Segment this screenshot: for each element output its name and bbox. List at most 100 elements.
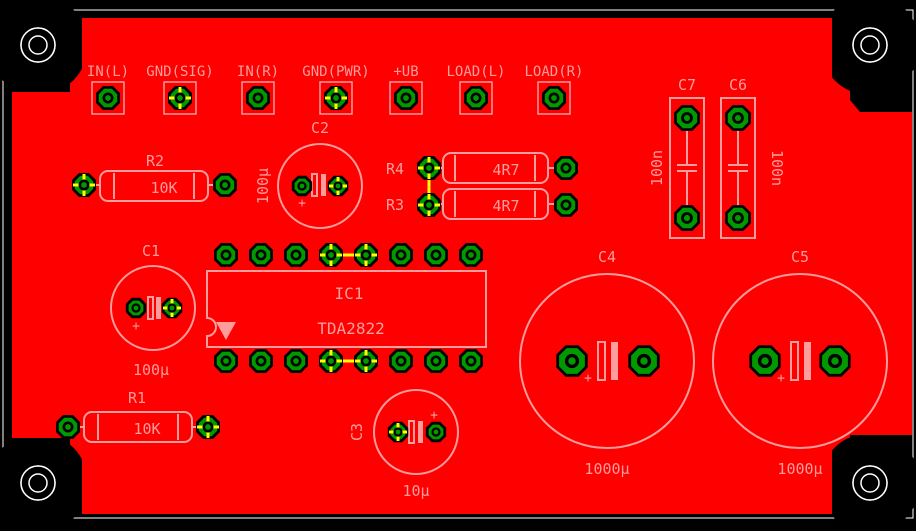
- resistor-r4-name: R4: [386, 160, 404, 178]
- pad-ic1-bottom-6: [389, 349, 413, 373]
- resistor-r1-value: 10K: [133, 420, 160, 438]
- pad-c1-1: [125, 297, 147, 319]
- capacitor-c4-value: 1000µ: [584, 460, 629, 478]
- pad-r4-1: [417, 156, 441, 180]
- capacitor-c4-polarity: +: [584, 371, 592, 386]
- pad-ic1-top-1: [214, 243, 238, 267]
- pad-c5-1: [749, 345, 781, 377]
- connector-pad-1: [91, 81, 125, 115]
- capacitor-c5-name: C5: [791, 248, 809, 266]
- pad-ic1-top-7: [424, 243, 448, 267]
- resistor-r3: R3 4R7: [386, 188, 565, 220]
- pads-layer: [56, 81, 851, 443]
- pad-c3-2: [425, 421, 447, 443]
- connector-pad-7-ring: [542, 86, 566, 110]
- pad-ic1-bottom-3: [284, 349, 308, 373]
- board-frame: [2, 9, 914, 519]
- connector-pad-5-ring: [394, 86, 418, 110]
- capacitor-c7: C7 100n: [648, 76, 705, 239]
- connector-label-5: +UB: [393, 64, 418, 80]
- pad-ic1-bottom-5: [354, 349, 378, 373]
- pad-ic1-top-6: [389, 243, 413, 267]
- ic1-package: IC1 TDA2822: [206, 270, 487, 348]
- capacitor-c2-value: 100µ: [254, 168, 272, 204]
- pad-r2-1: [72, 173, 96, 197]
- pad-ic1-bottom-8: [459, 349, 483, 373]
- pad-r3-2: [554, 193, 578, 217]
- pad-ic1-top-4: [319, 243, 343, 267]
- capacitor-c2-polarity: +: [298, 196, 306, 211]
- capacitor-c7-value: 100n: [648, 150, 666, 186]
- pad-c3-1: [387, 421, 409, 443]
- pad-r2-2: [213, 173, 237, 197]
- pad-c6-1: [725, 105, 751, 131]
- capacitor-c6: C6 100n: [720, 76, 786, 239]
- capacitor-c1-polarity: +: [132, 319, 140, 334]
- capacitor-c7-name: C7: [678, 76, 696, 94]
- connector-pad-3-ring: [246, 86, 270, 110]
- pad-ic1-bottom-2: [249, 349, 273, 373]
- connector-pad-2-ring: [168, 86, 192, 110]
- pad-r3-1: [417, 193, 441, 217]
- capacitor-c6-name: C6: [729, 76, 747, 94]
- ic1-part: TDA2822: [317, 319, 384, 338]
- resistor-r3-name: R3: [386, 196, 404, 214]
- pad-ic1-top-3: [284, 243, 308, 267]
- capacitor-c3-polarity: +: [430, 408, 438, 423]
- connector-pad-7: [537, 81, 571, 115]
- pad-c1-2: [161, 297, 183, 319]
- pad-ic1-bottom-1: [214, 349, 238, 373]
- capacitor-c6-value: 100n: [768, 150, 786, 186]
- resistor-r4-value: 4R7: [492, 161, 519, 179]
- capacitor-c1-value: 100µ: [133, 361, 169, 379]
- resistor-r2: R2 10K: [84, 152, 225, 202]
- connector-pad-1-ring: [96, 86, 120, 110]
- ic1-name: IC1: [335, 284, 364, 303]
- connector-row: IN(L) GND(SIG) IN(R) GND(PWR) +UB LOAD(L) LOAD…: [87, 64, 584, 80]
- connector-pad-2: [163, 81, 197, 115]
- pad-c2-1: [291, 175, 313, 197]
- connector-label-7: LOAD(R): [524, 64, 583, 80]
- connector-pad-6: [459, 81, 493, 115]
- pad-r1-2: [196, 415, 220, 439]
- resistor-r2-value: 10K: [150, 179, 177, 197]
- capacitor-c5-value: 1000µ: [777, 460, 822, 478]
- capacitor-c1: C1 100µ +: [110, 242, 196, 379]
- pad-c6-2: [725, 205, 751, 231]
- pad-c4-1: [556, 345, 588, 377]
- connector-pad-5: [389, 81, 423, 115]
- capacitor-c5-polarity: +: [777, 371, 785, 386]
- pad-c4-2: [628, 345, 660, 377]
- pad-c5-2: [819, 345, 851, 377]
- pad-ic1-top-8: [459, 243, 483, 267]
- pad-ic1-bottom-4: [319, 349, 343, 373]
- capacitor-c2-name: C2: [311, 119, 329, 137]
- capacitor-c4: C4 1000µ +: [519, 248, 695, 478]
- connector-pad-4-ring: [324, 86, 348, 110]
- pad-c2-2: [327, 175, 349, 197]
- capacitor-c3-name: C3: [348, 423, 366, 441]
- connector-pad-6-ring: [464, 86, 488, 110]
- capacitor-c5: C5 1000µ +: [712, 248, 888, 478]
- pad-c7-1: [674, 105, 700, 131]
- pad-r1-1: [56, 415, 80, 439]
- resistor-r3-value: 4R7: [492, 197, 519, 215]
- capacitor-c2: C2 100µ +: [254, 119, 363, 229]
- connector-label-6: LOAD(L): [446, 64, 505, 80]
- connector-label-3: IN(R): [237, 64, 279, 80]
- capacitor-c1-name: C1: [142, 242, 160, 260]
- connector-pad-3: [241, 81, 275, 115]
- pad-ic1-bottom-7: [424, 349, 448, 373]
- connector-label-4: GND(PWR): [302, 64, 369, 80]
- resistor-r1: R1 10K: [68, 389, 208, 443]
- pad-ic1-top-5: [354, 243, 378, 267]
- connector-label-2: GND(SIG): [146, 64, 213, 80]
- resistor-r4: R4 4R7: [386, 152, 565, 184]
- connector-label-1: IN(L): [87, 64, 129, 80]
- pad-r4-2: [554, 156, 578, 180]
- capacitor-c3: C3 10µ +: [348, 389, 459, 500]
- connector-pad-4: [319, 81, 353, 115]
- pad-c7-2: [674, 205, 700, 231]
- capacitor-c4-name: C4: [598, 248, 616, 266]
